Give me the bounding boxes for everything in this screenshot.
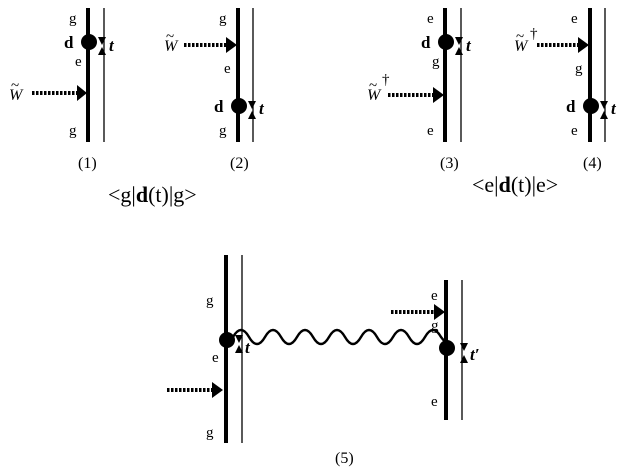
diagram-number-4: (4) [583, 155, 602, 172]
time-label-prime: t′ [470, 345, 480, 364]
dipole-label: d [421, 33, 431, 52]
tilde-mark: ~ [11, 78, 19, 94]
field-label-W: W [514, 38, 529, 55]
arrow-up-icon [98, 47, 106, 55]
state-label-g: g [206, 425, 214, 441]
state-label-e: e [427, 123, 434, 139]
diagram-3: e d t g e W ~ † (3) [367, 8, 472, 172]
diagram-5: g e g t e g e t′ (5) [167, 255, 480, 467]
dipole-label: d [214, 97, 224, 116]
state-label-g: g [219, 11, 227, 27]
correlator-excited: <e|d(t)|e> [472, 172, 558, 197]
field-label-W: W [367, 87, 382, 104]
state-label-g: g [575, 61, 583, 77]
diagram-number-2: (2) [230, 155, 249, 172]
tilde-mark: ~ [369, 78, 377, 94]
diagram-number-1: (1) [78, 155, 97, 172]
state-label-g: g [69, 11, 77, 27]
tilde-mark: ~ [166, 29, 174, 45]
diagram-1: g d t e g W ~ (1) [9, 8, 115, 172]
state-label-g: g [431, 318, 439, 334]
state-label-g: g [206, 293, 214, 309]
diagram-number-5: (5) [335, 450, 354, 467]
dipole-vertex [81, 34, 97, 50]
arrow-down-icon [600, 101, 608, 109]
arrow-up-icon [600, 111, 608, 119]
arrow-up-icon [248, 111, 256, 119]
field-arrowhead-icon [212, 382, 223, 398]
field-arrowhead-icon [433, 87, 444, 103]
state-label-g: g [219, 123, 227, 139]
time-label: t [109, 36, 115, 55]
dagger-mark: † [382, 72, 390, 88]
state-label-g: g [432, 54, 440, 70]
arrow-up-icon [460, 355, 468, 363]
field-arrowhead-icon [226, 37, 237, 53]
state-label-e: e [427, 11, 434, 27]
field-label-W: W [9, 87, 24, 104]
field-label-W: W [164, 38, 179, 55]
arrow-down-icon [98, 37, 106, 45]
time-label: t [245, 338, 251, 357]
time-label: t [611, 99, 617, 118]
dipole-vertex [583, 98, 599, 114]
photon-propagator [231, 328, 452, 347]
diagram-2: g e d t g W ~ (2) [164, 8, 265, 172]
state-label-e: e [571, 11, 578, 27]
diagram-number-3: (3) [440, 155, 459, 172]
arrow-down-icon [455, 37, 463, 45]
state-label-g: g [69, 123, 77, 139]
dipole-label: d [64, 33, 74, 52]
state-label-e: e [212, 350, 219, 366]
diagram-4: e g d t e W ~ † (4) [514, 8, 617, 172]
arrow-down-icon [248, 101, 256, 109]
dagger-mark: † [530, 26, 538, 42]
field-arrowhead-icon [578, 37, 589, 53]
dipole-label: d [566, 97, 576, 116]
state-label-e: e [224, 61, 231, 77]
tilde-mark: ~ [516, 29, 524, 45]
arrow-down-icon [460, 343, 468, 351]
state-label-e: e [431, 288, 438, 304]
time-label: t [259, 99, 265, 118]
correlator-ground: <g|d(t)|g> [108, 182, 197, 207]
state-label-e: e [571, 123, 578, 139]
field-arrowhead-icon [434, 304, 445, 320]
arrow-down-icon [235, 335, 243, 343]
arrow-up-icon [455, 47, 463, 55]
dipole-vertex [231, 98, 247, 114]
dipole-vertex [219, 332, 235, 348]
state-label-e: e [75, 54, 82, 70]
state-label-e: e [431, 394, 438, 410]
time-label: t [466, 36, 472, 55]
arrow-up-icon [235, 345, 243, 353]
field-arrowhead-icon [77, 85, 87, 101]
dipole-vertex [438, 34, 454, 50]
